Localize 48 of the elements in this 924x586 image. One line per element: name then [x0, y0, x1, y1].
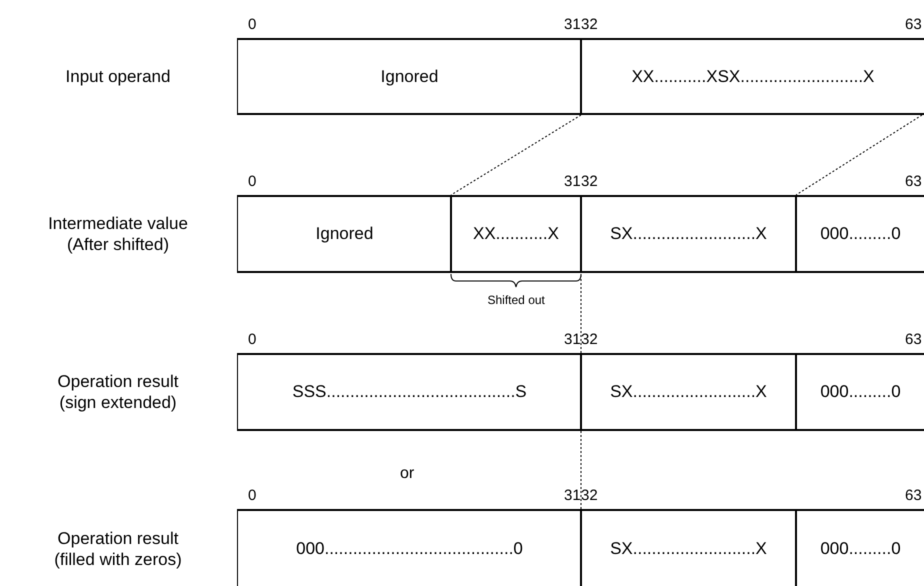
- bit-number: 31: [564, 16, 581, 33]
- bit-number: 0: [248, 487, 256, 504]
- bit-number: 32: [581, 331, 598, 348]
- bit-field-box: [237, 195, 452, 273]
- bit-field-box: [237, 509, 582, 586]
- bit-field-box: [580, 353, 797, 431]
- bit-number: 63: [905, 331, 922, 348]
- bit-number: 63: [905, 487, 922, 504]
- field-value: SX..........................X: [610, 224, 767, 244]
- bit-field-box: [237, 353, 582, 431]
- field-value: SX..........................X: [610, 538, 767, 558]
- bit-number: 0: [248, 173, 256, 190]
- bit-field-box: [237, 38, 582, 115]
- brace-label: Shifted out: [488, 293, 545, 307]
- row-label: Operation result (filled with zeros): [53, 528, 183, 570]
- bit-number: 63: [905, 173, 922, 190]
- bit-number: 63: [905, 16, 922, 33]
- projection-line: [796, 114, 922, 196]
- field-value: 000.........0: [820, 382, 901, 402]
- bit-field-box: [580, 509, 797, 586]
- field-value: Ignored: [380, 66, 438, 86]
- projection-line: [450, 114, 582, 196]
- bit-number: 31: [564, 487, 581, 504]
- bit-field-box: [795, 509, 924, 586]
- field-value: 000.........0: [820, 538, 901, 558]
- field-value: SSS........................................S: [292, 382, 527, 402]
- field-value: 000.........0: [820, 224, 901, 244]
- bit-number: 31: [564, 173, 581, 190]
- field-value: SX..........................X: [610, 382, 767, 402]
- row-label: Operation result (sign extended): [56, 371, 180, 413]
- connective-text: or: [400, 465, 414, 483]
- bit-field-box: [795, 353, 924, 431]
- field-value: XX...........XSX..........................X: [632, 66, 874, 86]
- field-value: Ignored: [316, 224, 374, 244]
- row-label: Intermediate value (After shifted): [47, 213, 189, 255]
- row-label: Input operand: [64, 66, 172, 87]
- bit-field-box: [580, 38, 924, 115]
- field-value: XX...........X: [473, 224, 559, 244]
- bit-field-box: [795, 195, 924, 273]
- bit-number: 0: [248, 16, 256, 33]
- bit-number: 0: [248, 331, 256, 348]
- bit-field-box: [450, 195, 582, 273]
- bit-number: 32: [581, 173, 598, 190]
- bit-number: 31: [564, 331, 581, 348]
- bit-field-box: [580, 195, 797, 273]
- bit-number: 32: [581, 487, 598, 504]
- bit-number: 32: [581, 16, 598, 33]
- field-value: 000........................................0: [296, 538, 523, 558]
